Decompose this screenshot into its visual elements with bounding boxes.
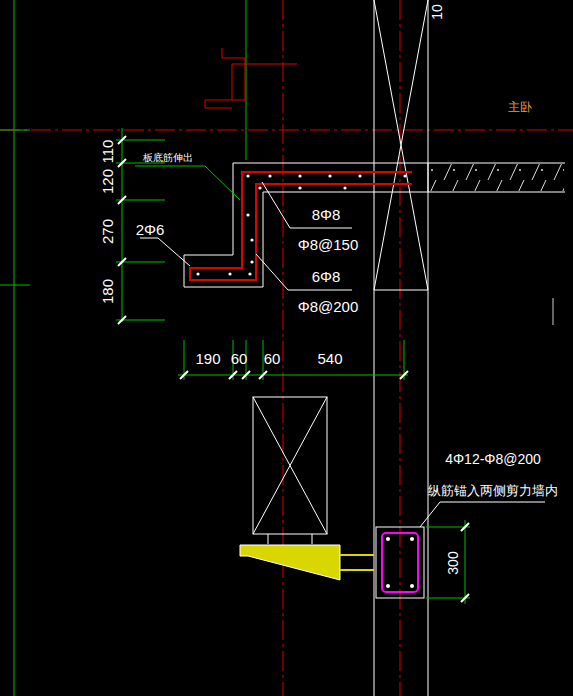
dimension-label: 180	[101, 278, 116, 303]
dimension-label: 10	[430, 4, 444, 20]
dimension-label: 190	[195, 351, 220, 366]
rebar-label: Φ8@150	[298, 237, 359, 252]
dimension-label: 60	[264, 351, 281, 366]
dimension-label: 270	[101, 218, 116, 243]
rebar-label: 6Φ8	[312, 269, 341, 284]
note-label: 板底筋伸出	[143, 153, 193, 163]
dimension-label: 110	[100, 139, 115, 163]
room-label: 主卧	[508, 101, 532, 113]
dimension-label: 120	[101, 168, 116, 193]
dimension-label: 60	[231, 351, 248, 366]
rebar-label: 2Φ6	[136, 222, 165, 237]
rebar-label: Φ8@200	[298, 299, 359, 314]
note-label: 纵筋锚入两侧剪力墙内	[428, 484, 558, 497]
rebar-label: 8Φ8	[312, 207, 341, 222]
dimension-label: 300	[446, 551, 460, 574]
dimension-label: 540	[317, 351, 342, 366]
rebar-label: 4Φ12-Φ8@200	[445, 452, 541, 466]
